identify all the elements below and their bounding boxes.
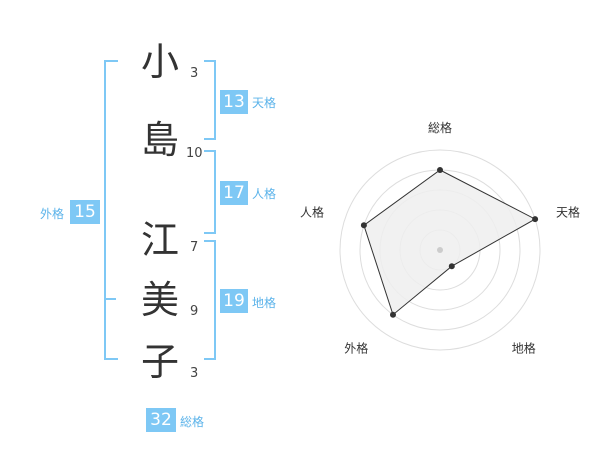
radar-axis-label-5: 人格 — [300, 204, 324, 219]
jinkaku-label: 人格 — [252, 187, 277, 201]
given-char-3: 子 — [140, 340, 179, 384]
surname-stroke-1: 3 — [190, 66, 199, 81]
surname-char-1: 小 — [140, 40, 179, 84]
given-char-1: 江 — [140, 218, 179, 262]
radar-ring-5 — [339, 149, 541, 351]
given-char-2: 美 — [140, 278, 179, 322]
radar-center-dot — [437, 247, 443, 253]
chikaku-badge: 19 — [220, 289, 248, 313]
tenkaku-bracket — [204, 60, 216, 140]
tenkaku-badge: 13 — [220, 90, 248, 114]
gaikaku-bracket — [104, 60, 118, 360]
radar-axis-label-4: 外格 — [344, 341, 368, 356]
jinkaku-bracket — [204, 150, 216, 234]
radar-axis-label-3: 地格 — [512, 341, 536, 356]
soukaku-label: 総格 — [180, 415, 205, 429]
tenkaku-label: 天格 — [252, 96, 277, 110]
chikaku-label: 地格 — [252, 296, 277, 310]
surname-char-2: 島 — [140, 118, 179, 162]
soukaku-badge: 32 — [146, 408, 176, 432]
radar-axis-label-2: 天格 — [556, 204, 580, 219]
gaikaku-label: 外格 — [40, 207, 65, 221]
radar-point-2 — [532, 216, 539, 223]
jinkaku-badge: 17 — [220, 181, 248, 205]
chikaku-bracket — [204, 240, 216, 360]
given-stroke-1: 7 — [190, 240, 199, 255]
given-stroke-3: 3 — [190, 366, 199, 381]
radar-point-5 — [360, 222, 367, 229]
gaikaku-badge: 15 — [70, 200, 100, 224]
given-stroke-2: 9 — [190, 304, 199, 319]
surname-stroke-2: 10 — [186, 146, 203, 161]
radar-point-1 — [437, 167, 443, 173]
radar-series-area — [363, 169, 537, 316]
gaikaku-bracket-tick — [104, 298, 116, 300]
radar-point-4 — [390, 311, 396, 318]
radar-point-3 — [448, 263, 455, 270]
radar-axis-label-1: 総格 — [428, 120, 452, 135]
